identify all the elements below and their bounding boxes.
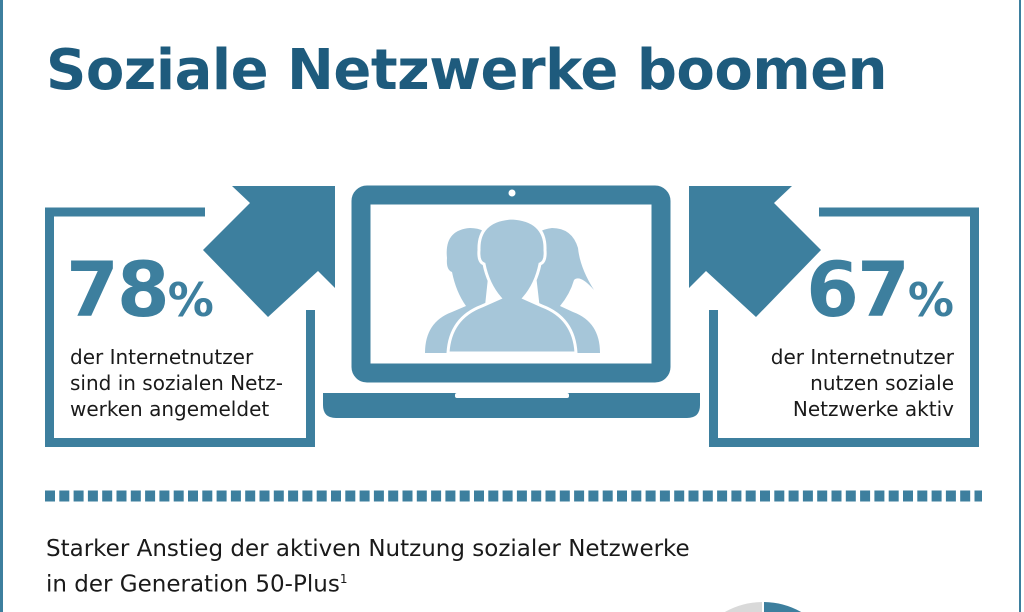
subtitle-text: in der Generation 50-Plus: [46, 571, 340, 598]
pie-slice-teal: [764, 602, 802, 612]
users-icon: [425, 216, 600, 355]
frame-right: [1019, 0, 1021, 612]
desc-line: werken angemeldet: [70, 397, 270, 421]
stat-description-registered: der Internetnutzer sind in sozialen Netz…: [70, 344, 283, 422]
left-stat-box: [45, 207, 315, 447]
stat-value-registered: 78%: [66, 245, 214, 334]
desc-line: der Internetnutzer: [70, 345, 254, 369]
desc-line: nutzen soziale: [810, 371, 954, 395]
arrow-up-left-icon: [689, 186, 821, 317]
desc-line: Netzwerke aktiv: [792, 397, 954, 421]
subtitle-line: in der Generation 50-Plus1: [46, 564, 690, 600]
arrow-up-right-icon: [203, 186, 335, 317]
stat-description-active: der Internetnutzer nutzen soziale Netzwe…: [771, 344, 954, 422]
right-stat-box: [709, 207, 979, 447]
stat-value-active: 67%: [806, 245, 954, 334]
laptop-icon: [323, 185, 700, 418]
pie-slice-grey: [724, 602, 762, 612]
desc-line: der Internetnutzer: [770, 345, 954, 369]
pie-chart: [724, 602, 802, 612]
frame-left: [0, 0, 3, 612]
section-subtitle: Starker Anstieg der aktiven Nutzung sozi…: [46, 534, 690, 600]
page-title: Soziale Netzwerke boomen: [46, 38, 888, 103]
subtitle-line: Starker Anstieg der aktiven Nutzung sozi…: [46, 536, 690, 562]
footnote-marker: 1: [339, 572, 348, 586]
desc-line: sind in sozialen Netz-: [70, 371, 283, 395]
